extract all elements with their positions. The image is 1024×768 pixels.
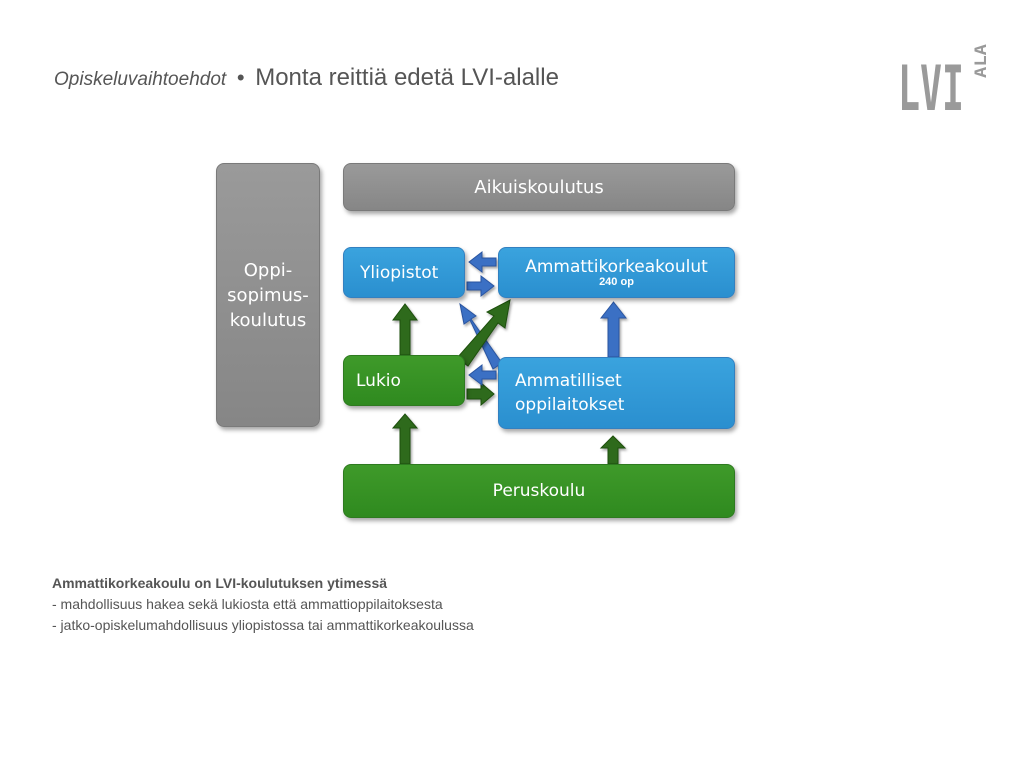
node-uas-label: Ammattikorkeakoulut [525, 257, 708, 277]
arrow-lukio-to-vocational [466, 381, 495, 407]
caption-line: - mahdollisuus hakea sekä lukiosta että … [52, 596, 443, 612]
caption: Ammattikorkeakoulu on LVI-koulutuksen yt… [52, 573, 474, 636]
arrow-vocational-to-uas [599, 301, 628, 358]
arrow-universities-to-uas [466, 274, 495, 298]
education-paths-diagram: Oppi- sopimus- koulutus Aikuiskoulutus Y… [210, 158, 745, 528]
node-uas-credits: 240 op [599, 276, 634, 288]
arrow-uas-to-universities [468, 250, 497, 274]
page-title: Opiskeluvaihtoehdot • Monta reittiä edet… [54, 62, 559, 96]
node-vocational-label: Ammatilliset oppilaitokset [515, 371, 625, 415]
title-main: Monta reittiä edetä LVI-alalle [255, 64, 559, 91]
caption-line: - jatko-opiskelumahdollisuus yliopistoss… [52, 617, 474, 633]
lvi-ala-logo: LVI ALA [898, 44, 990, 115]
arrow-peruskoulu-to-vocational [599, 435, 627, 465]
node-universities: Yliopistot [343, 247, 465, 298]
arrow-lukio-to-universities [392, 303, 418, 356]
arrow-vocational-to-lukio [468, 363, 497, 387]
arrow-lukio-to-uas [456, 299, 511, 367]
caption-heading: Ammattikorkeakoulu on LVI-koulutuksen yt… [52, 575, 388, 591]
diagram-arrows [391, 250, 628, 465]
logo-text: LVI [898, 52, 964, 115]
arrow-peruskoulu-to-lukio [391, 413, 419, 465]
node-upper-secondary: Lukio [343, 355, 465, 406]
node-vocational-institutions: Ammatilliset oppilaitokset [498, 357, 735, 429]
node-upper-secondary-label: Lukio [356, 370, 401, 391]
node-universities-of-applied-sciences: Ammattikorkeakoulut 240 op [498, 247, 735, 298]
title-subject: Opiskeluvaihtoehdot [54, 69, 227, 90]
node-adult-education-label: Aikuiskoulutus [474, 176, 604, 198]
node-comprehensive-school: Peruskoulu [343, 464, 735, 518]
node-universities-label: Yliopistot [360, 262, 439, 283]
node-apprenticeship: Oppi- sopimus- koulutus [216, 163, 320, 427]
node-apprenticeship-label: Oppi- sopimus- koulutus [227, 259, 309, 331]
node-adult-education: Aikuiskoulutus [343, 163, 735, 211]
node-comprehensive-school-label: Peruskoulu [492, 481, 586, 501]
title-separator: • [236, 65, 245, 90]
logo-suffix: ALA [971, 44, 990, 78]
